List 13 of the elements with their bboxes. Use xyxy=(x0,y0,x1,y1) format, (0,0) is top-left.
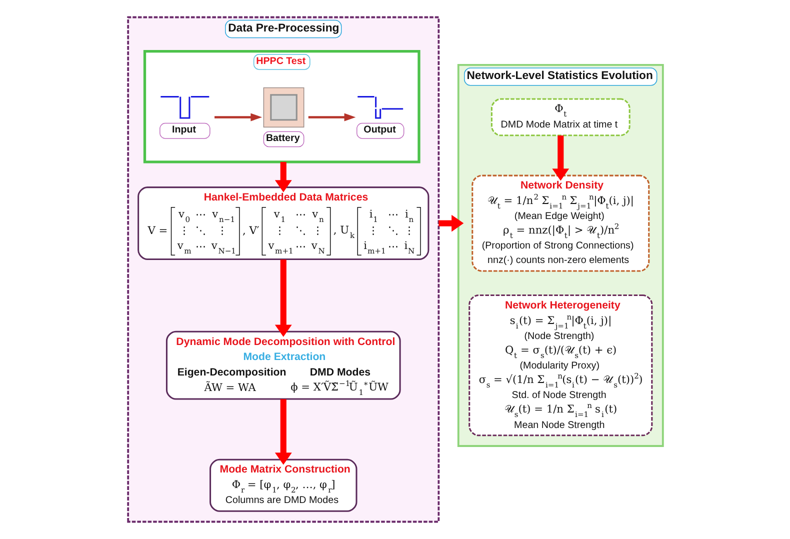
arrow xyxy=(274,162,292,192)
node-box: Φ$_{t}$ DMD Mode Matrix at time t xyxy=(490,98,630,136)
node-box: Network Heterogeneity s$_{i}$(t) = Σ$_{j=1}$$^{n}$|Φ$_{t}$(i, j)| (Node Strength) Q$_{t}$ = σ$_{s}$(t)/(𝒰$_{s}$(t) + ϵ) (Modularity Proxy) σ$_{s}$ = √(1/n Σ$_{i=1}$$^{n}$(s$_{i}$(t) − 𝒰$_{s}$(t))$^{2}$) Std. of Node Strength 𝒰$_{s}$(t) = 1/n Σ$_{i=1}$$^{n}$ s$_{i}$(t) Mean Node Strength xyxy=(468,294,652,436)
arrow xyxy=(552,136,569,181)
arrow xyxy=(274,399,292,465)
arrow xyxy=(274,260,292,337)
node-box: Dynamic Mode Decomposition with Control Mode Extraction Eigen-Decomposition DMD Modes ÃW = WA ϕ = X′ṼΣ̃$^{−1}$Ũ$_{1}$$^{∗}$ŨW xyxy=(165,330,400,400)
node-box: Hankel-Embedded Data Matrices V = v$_{0}$ ⋯ v$_{n−1}$ ⋮ ⋱ ⋮ v$_{m}$ ⋯ v$_{N−1}$ , V′ v$_{1}$ ⋯ v$_{n}$ ⋮ ⋱ ⋮ v$_{m+1}$ ⋯ v$_{N}$ , U$_{k}$ i$_{1}$ ⋯ i$_{n}$ ⋮ ⋱ ⋮ i$_{m+1}$ ⋯ i$_{N}$ xyxy=(137,186,429,260)
node-box: Mode Matrix Construction Φ$_{r}$ = [φ$_{1}$, φ$_{2}$, …, φ$_{r}$] Columns are DMD Modes xyxy=(209,458,357,512)
node-box: Network Density 𝒰$_{t}$ = 1/n$^{2}$ Σ$_{i=1}$$^{n}$ Σ$_{j=1}$$^{n}$|Φ$_{t}$(i, j)| (Mean Edge Weight) ρ$_{t}$ = nnz(|Φ$_{t}$| > 𝒰$_{t}$)/n$^{2}$ (Proportion of Strong Connections) nnz(·) counts non-zero elements xyxy=(471,174,650,272)
arrow xyxy=(308,113,356,122)
arrow xyxy=(214,113,262,122)
arrow xyxy=(438,214,464,232)
